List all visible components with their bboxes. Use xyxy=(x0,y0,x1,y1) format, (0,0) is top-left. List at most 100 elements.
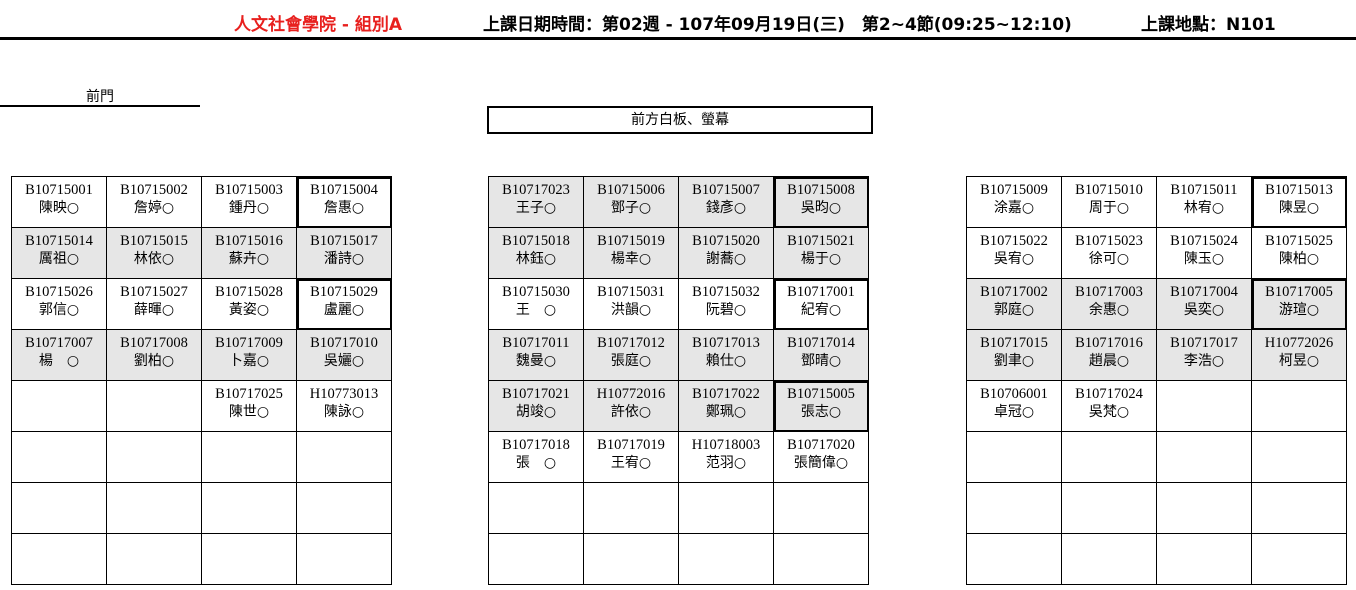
seat-cell xyxy=(296,482,392,534)
student-id: B10715007 xyxy=(692,182,760,198)
seat-cell xyxy=(1061,482,1157,534)
student-id: B10715014 xyxy=(25,233,93,249)
student-name: 鍾丹○ xyxy=(228,200,270,216)
student-id: B10717016 xyxy=(1075,335,1143,351)
student-id: B10715030 xyxy=(502,284,570,300)
student-name: 劉柏○ xyxy=(133,353,175,369)
student-name: 余惠○ xyxy=(1088,302,1130,318)
seat-row xyxy=(966,431,1347,483)
seat-cell xyxy=(11,380,107,432)
student-id: B10717005 xyxy=(1265,284,1333,300)
student-id: B10717012 xyxy=(597,335,665,351)
seat-cell: B10717019 王宥○ xyxy=(583,431,679,483)
seat-cell xyxy=(678,482,774,534)
seat-cell xyxy=(1251,482,1347,534)
seat-cell xyxy=(11,482,107,534)
class-datetime: 上課日期時間：第02週 - 107年09月19日(三) 第2~4節(09:25~… xyxy=(483,15,1072,35)
student-id: B10715004 xyxy=(310,182,378,198)
student-id: B10715019 xyxy=(597,233,665,249)
student-name: 詹惠○ xyxy=(323,200,365,216)
student-name: 卜嘉○ xyxy=(228,353,270,369)
student-name: 陳世○ xyxy=(228,404,270,420)
student-id: B10715017 xyxy=(310,233,378,249)
student-name: 吳梵○ xyxy=(1088,404,1130,420)
student-id: B10717019 xyxy=(597,437,665,453)
student-id: B10715008 xyxy=(787,182,855,198)
seat-cell xyxy=(678,533,774,585)
student-name: 王宥○ xyxy=(610,455,652,471)
student-id: B10717021 xyxy=(502,386,570,402)
student-name: 卓冠○ xyxy=(993,404,1035,420)
student-id: B10715021 xyxy=(787,233,855,249)
seat-cell xyxy=(11,431,107,483)
student-id: B10715031 xyxy=(597,284,665,300)
student-id: B10715010 xyxy=(1075,182,1143,198)
student-name: 賴仕○ xyxy=(705,353,747,369)
student-name: 鄭珮○ xyxy=(705,404,747,420)
student-id: B10715015 xyxy=(120,233,188,249)
student-id: H10772026 xyxy=(1264,335,1334,351)
student-id: B10717002 xyxy=(980,284,1048,300)
seat-cell: B10715019 楊幸○ xyxy=(583,227,679,279)
student-id: B10717013 xyxy=(692,335,760,351)
student-name: 魏曼○ xyxy=(515,353,557,369)
student-id: B10717017 xyxy=(1170,335,1238,351)
student-name: 陳昱○ xyxy=(1278,200,1320,216)
seat-cell xyxy=(1156,380,1252,432)
seat-cell xyxy=(1061,533,1157,585)
student-name: 吳孋○ xyxy=(323,353,365,369)
seat-cell: B10717010 吳孋○ xyxy=(296,329,392,381)
student-id: H10718003 xyxy=(691,437,761,453)
student-id: B10715003 xyxy=(215,182,283,198)
student-name: 張庭○ xyxy=(610,353,652,369)
student-id: B10717025 xyxy=(215,386,283,402)
seat-cell: B10715004 詹惠○ xyxy=(296,176,392,228)
student-name: 范羽○ xyxy=(705,455,747,471)
student-name: 陳映○ xyxy=(38,200,80,216)
student-name: 王子○ xyxy=(515,200,557,216)
student-name: 洪韻○ xyxy=(610,302,652,318)
student-name: 徐可○ xyxy=(1088,251,1130,267)
seat-row xyxy=(11,533,392,585)
student-name: 楊幸○ xyxy=(610,251,652,267)
student-name: 涂嘉○ xyxy=(993,200,1035,216)
student-id: B10717018 xyxy=(502,437,570,453)
seat-cell xyxy=(1251,380,1347,432)
seat-cell: B10715015 林依○ xyxy=(106,227,202,279)
student-id: B10715028 xyxy=(215,284,283,300)
student-name: 林依○ xyxy=(133,251,175,267)
college-title: 人文社會學院 - 組別A xyxy=(234,15,403,35)
seat-cell xyxy=(296,431,392,483)
seat-cell xyxy=(106,533,202,585)
student-name: 林鈺○ xyxy=(515,251,557,267)
seat-cell xyxy=(1156,431,1252,483)
seat-cell: B10717013 賴仕○ xyxy=(678,329,774,381)
student-id: B10717010 xyxy=(310,335,378,351)
seat-cell xyxy=(1156,482,1252,534)
